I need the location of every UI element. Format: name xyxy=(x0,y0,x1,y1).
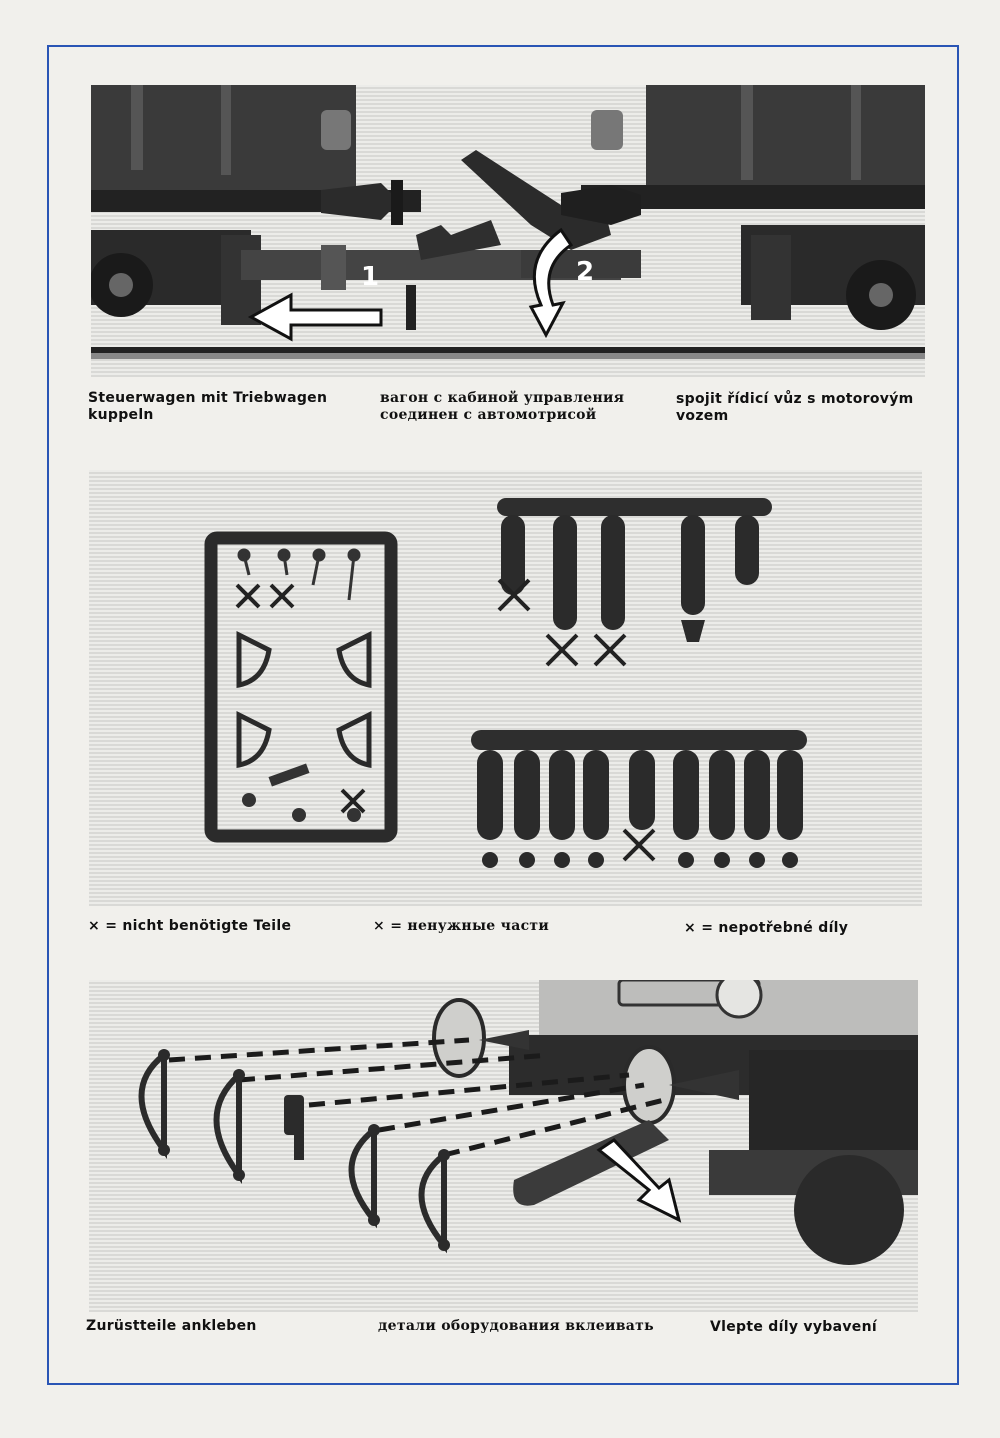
step-1-label: 1 xyxy=(361,262,379,292)
step-2-label: 2 xyxy=(576,257,594,287)
caption-attach-cs: Vlepte díly vybavení xyxy=(710,1319,877,1335)
coupling-illustration: 1 2 xyxy=(91,85,925,377)
attach-illustration xyxy=(89,980,918,1312)
caption-attach-de: Zurüstteile ankleben xyxy=(86,1318,257,1334)
caption-parts-de: × = nicht benötigte Teile xyxy=(88,918,292,934)
caption-coupling-de: Steuerwagen mit Triebwagen kuppeln xyxy=(88,390,328,423)
caption-coupling-ru: вагон с кабиной управления соединен с ав… xyxy=(380,390,625,423)
caption-attach-ru: детали оборудования вклеивать xyxy=(378,1318,654,1334)
page-border xyxy=(47,45,959,1385)
parts-illustration xyxy=(89,470,922,906)
caption-parts-ru: × = ненужные части xyxy=(373,918,550,934)
caption-coupling-cs: spojit řídicí vůz s motorovým vozem xyxy=(676,391,914,424)
caption-parts-cs: × = nepotřebné díly xyxy=(684,920,849,936)
